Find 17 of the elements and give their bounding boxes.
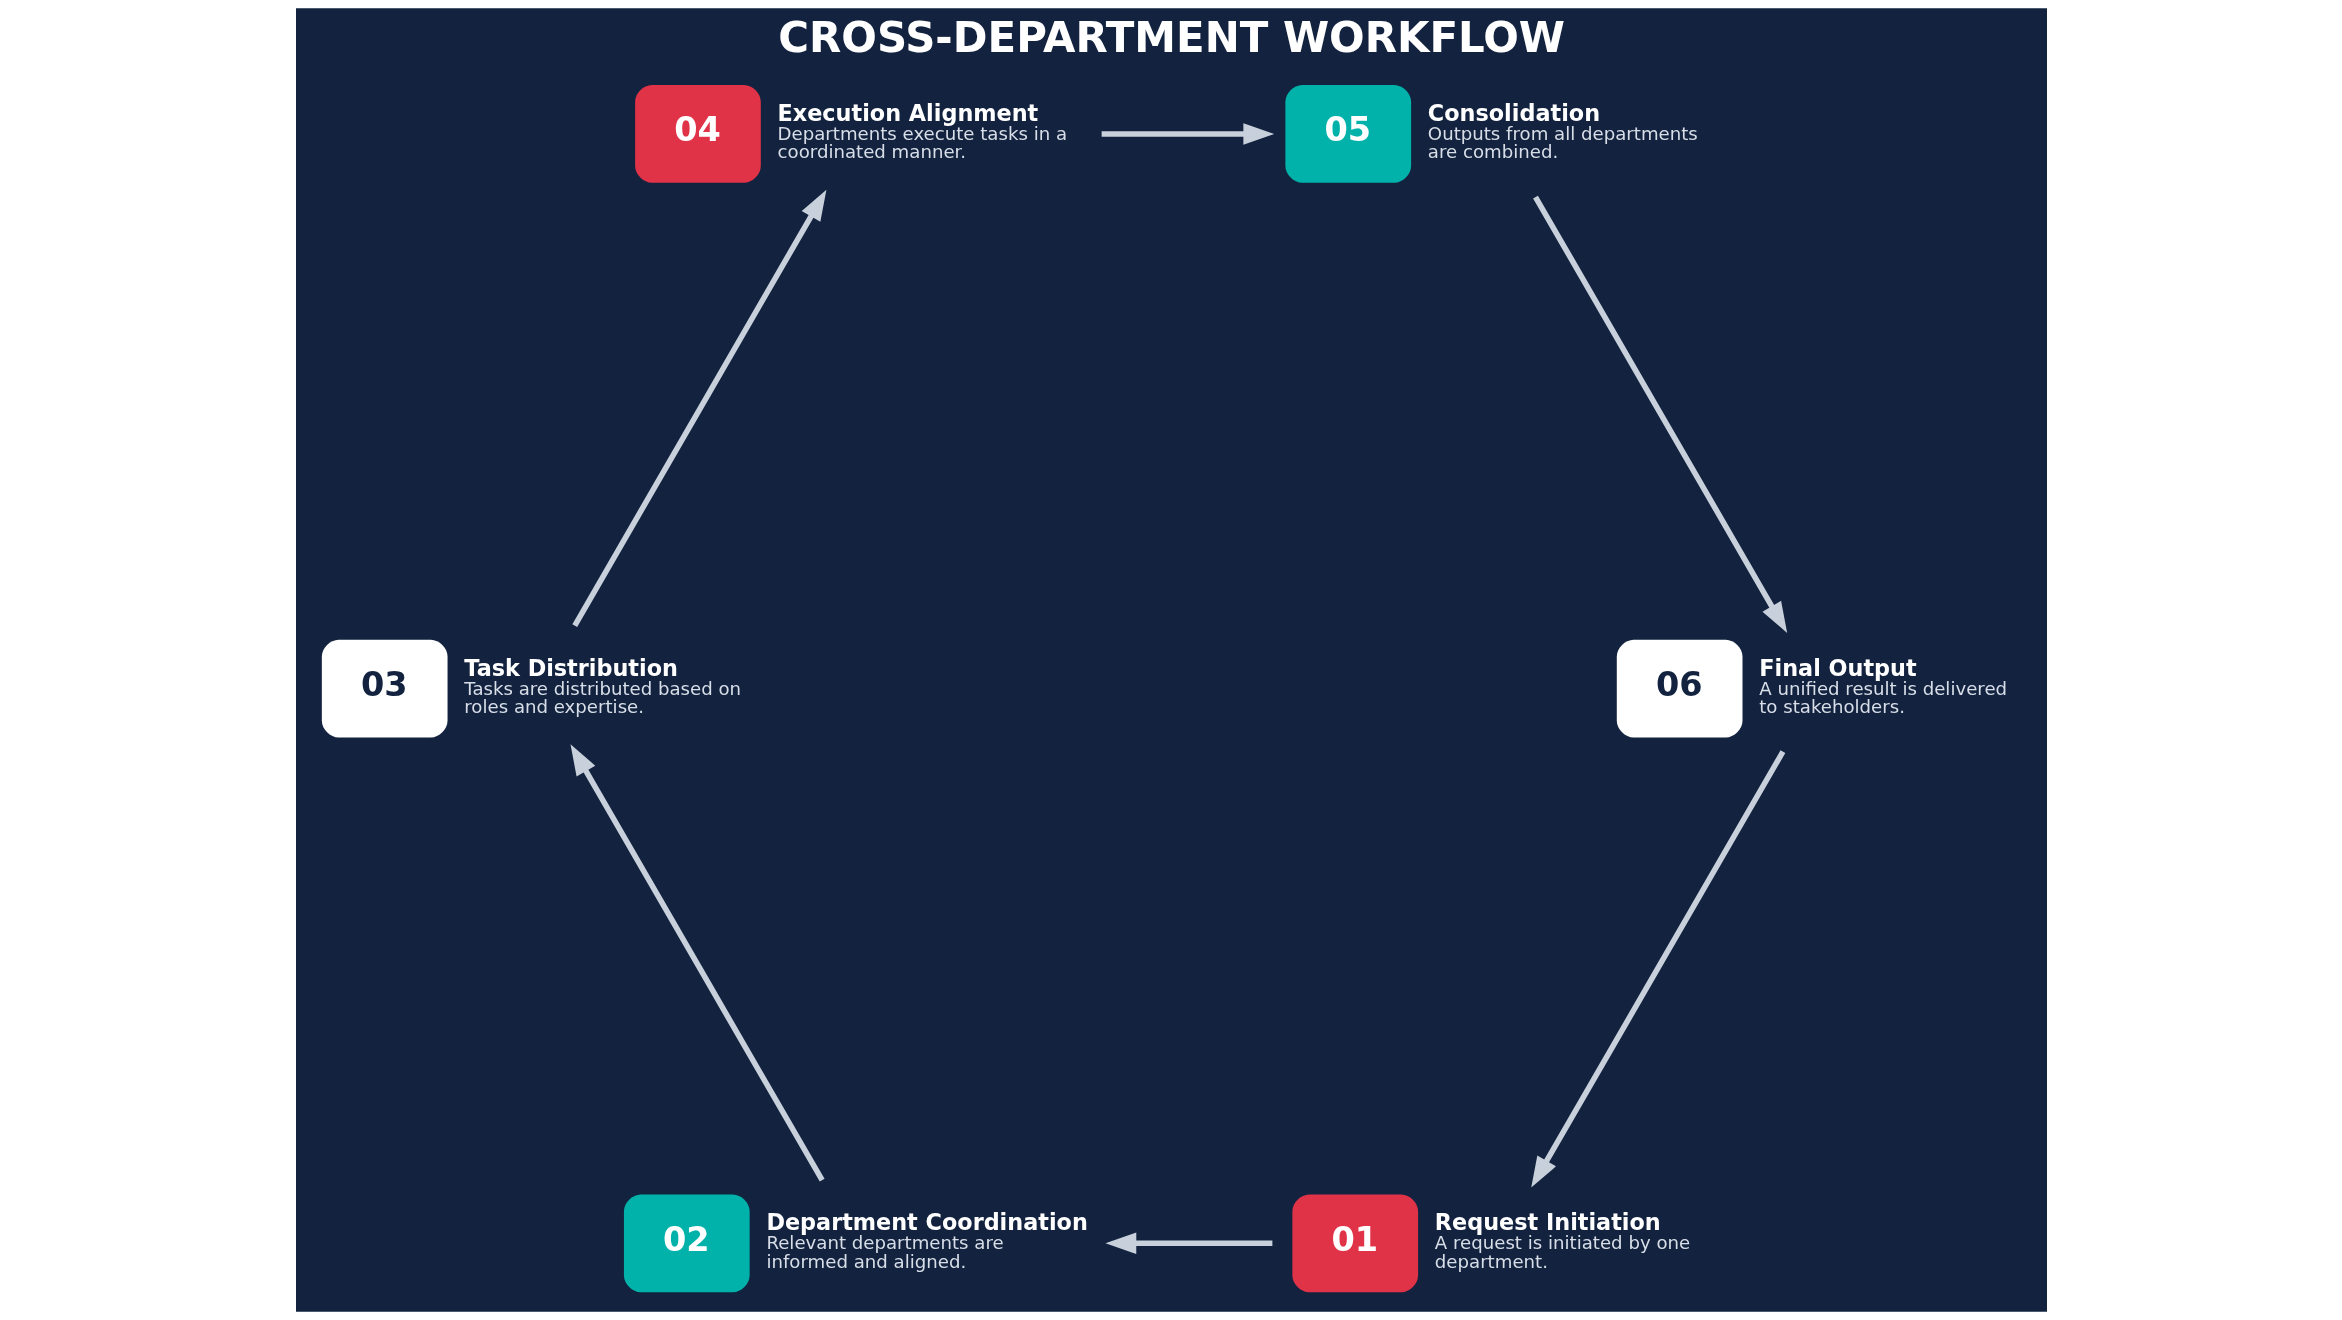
node-box: 03 [321, 639, 448, 738]
diagram-title: CROSS-DEPARTMENT WORKFLOW [777, 12, 1565, 62]
node-box: 06 [1616, 639, 1742, 738]
arrow [1104, 1232, 1272, 1255]
node-box: 01 [1291, 1194, 1418, 1293]
arrow [1532, 195, 1787, 633]
node-label: Request Initiation [1434, 1209, 1661, 1236]
arrow [570, 744, 825, 1182]
node-label: Final Output [1758, 654, 1917, 681]
node-label: Department Coordination [765, 1209, 1088, 1236]
arrow [1530, 750, 1785, 1188]
node-label: Execution Alignment [777, 100, 1038, 127]
node-box: 04 [634, 85, 761, 183]
node-box: 05 [1284, 85, 1411, 183]
arrow [1101, 123, 1274, 145]
arrow [571, 189, 826, 627]
node-box: 02 [623, 1194, 750, 1293]
